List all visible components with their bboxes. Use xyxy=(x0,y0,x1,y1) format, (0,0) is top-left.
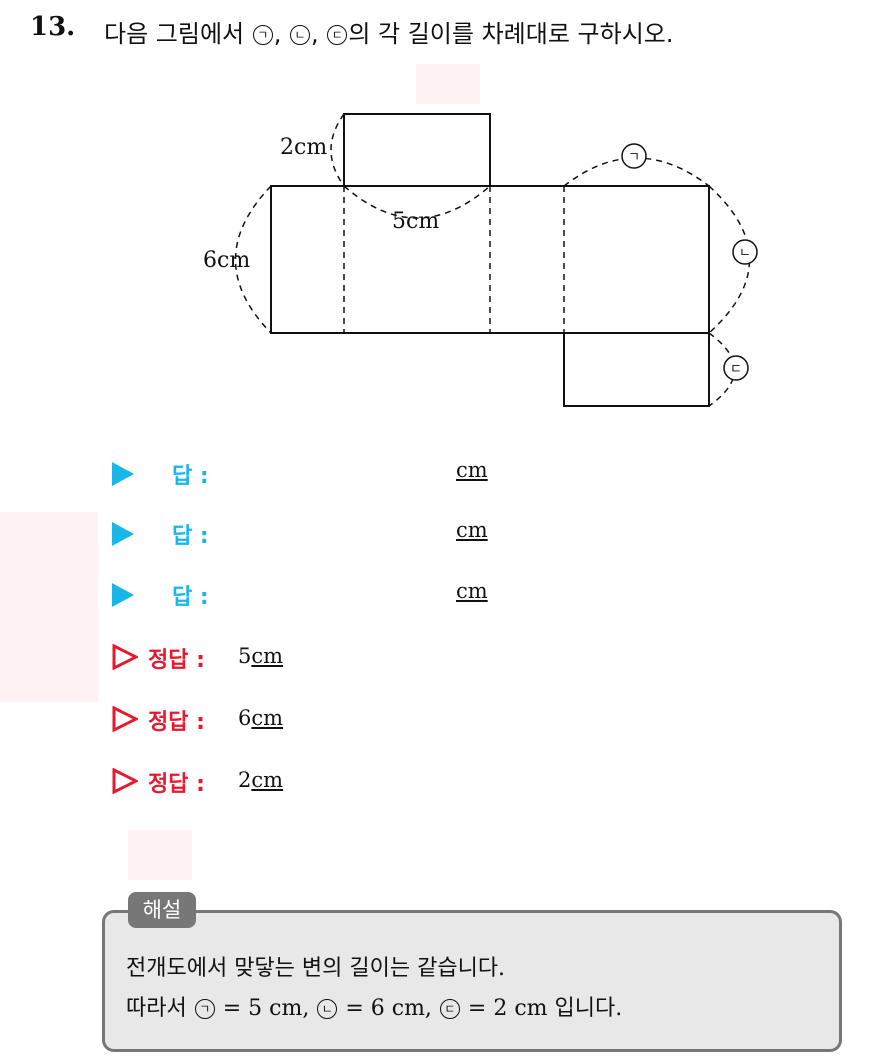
top-flap xyxy=(343,113,491,186)
play-icon xyxy=(112,583,134,607)
mark-a-icon: ㄱ xyxy=(252,25,273,45)
sep: , xyxy=(273,20,282,48)
correct-value: 5cm xyxy=(238,644,283,668)
answer-input[interactable]: cm xyxy=(456,579,488,603)
mark-b-circle-icon xyxy=(732,239,758,265)
answer-input[interactable]: cm xyxy=(456,518,488,542)
mark-c: ㄷ xyxy=(730,362,742,377)
value: 2 xyxy=(238,768,252,792)
mark-b: ㄴ xyxy=(739,246,751,261)
question-number: 13. xyxy=(30,12,76,42)
answer-row-1: 답 : cm xyxy=(112,458,532,490)
play-outline-icon xyxy=(112,706,138,732)
arc-6cm xyxy=(234,185,272,334)
unit: cm xyxy=(251,644,284,668)
mark-b-icon: ㄴ xyxy=(317,999,338,1019)
mark-c-circle-icon xyxy=(723,355,749,381)
sep: , xyxy=(311,20,319,48)
bg-patch xyxy=(0,512,98,702)
answer-row-3: 답 : cm xyxy=(112,579,532,611)
value: 5 xyxy=(238,644,252,668)
answer-label: 답 : xyxy=(172,585,209,610)
eq-c: = 2 cm 입니다. xyxy=(467,996,623,1021)
arc-2cm xyxy=(330,113,345,187)
bg-patch xyxy=(416,64,480,104)
correct-label: 정답 : xyxy=(148,772,205,797)
play-icon xyxy=(112,462,134,486)
question-text-pre: 다음 그림에서 xyxy=(104,20,245,48)
mark-c-icon: ㄷ xyxy=(327,25,348,45)
mark-b-icon: ㄴ xyxy=(290,25,311,45)
unit: cm xyxy=(251,768,284,792)
net-figure: 2cm 5cm 6cm ㄱ ㄴ ㄷ xyxy=(203,113,758,407)
answer-label: 답 : xyxy=(172,464,209,489)
play-outline-icon xyxy=(112,768,138,794)
value: 6 xyxy=(238,706,252,730)
correct-label: 정답 : xyxy=(148,710,205,735)
play-icon xyxy=(112,522,134,546)
correct-row-3: 정답 : 2cm xyxy=(112,766,412,798)
eq-a: = 5 cm, xyxy=(222,996,310,1021)
correct-label: 정답 : xyxy=(148,648,205,673)
bottom-flap xyxy=(563,333,710,407)
mark-a-circle-icon xyxy=(621,143,647,169)
line2-pre: 따라서 xyxy=(126,996,187,1021)
correct-row-2: 정답 : 6cm xyxy=(112,704,412,736)
arc-b xyxy=(708,185,751,334)
answer-label: 답 : xyxy=(172,524,209,549)
label-left: 6cm xyxy=(203,248,250,273)
correct-row-1: 정답 : 5cm xyxy=(112,642,412,674)
explanation-tag: 해설 xyxy=(128,892,196,928)
explanation-line-1: 전개도에서 맞닿는 변의 길이는 같습니다. xyxy=(126,956,506,981)
label-top: 2cm xyxy=(280,135,327,160)
label-mid: 5cm xyxy=(392,209,439,234)
answer-row-2: 답 : cm xyxy=(112,518,532,550)
arc-5cm xyxy=(343,185,491,219)
eq-b: = 6 cm, xyxy=(345,996,432,1021)
correct-value: 6cm xyxy=(238,706,283,730)
explanation-box xyxy=(102,910,842,1052)
answer-input[interactable]: cm xyxy=(456,458,488,482)
unit: cm xyxy=(251,706,284,730)
question-text-post: 의 각 길이를 차례대로 구하시오. xyxy=(348,20,674,48)
explanation-line-2: 따라서 ㄱ = 5 cm, ㄴ = 6 cm, ㄷ = 2 cm 입니다. xyxy=(126,990,622,1022)
mark-a-icon: ㄱ xyxy=(194,999,215,1019)
correct-value: 2cm xyxy=(238,768,283,792)
mark-c-icon: ㄷ xyxy=(439,999,460,1019)
mark-a: ㄱ xyxy=(628,150,640,165)
play-outline-icon xyxy=(112,644,138,670)
bg-patch xyxy=(128,830,192,880)
